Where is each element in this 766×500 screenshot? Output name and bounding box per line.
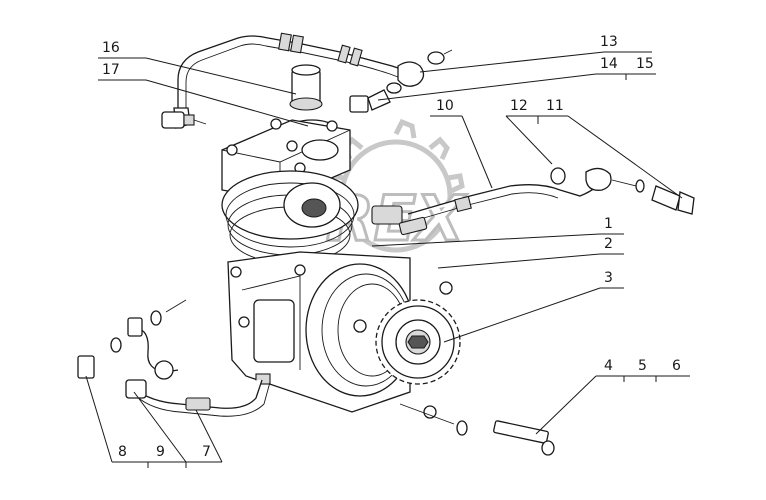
pipe-fittings-11-12 xyxy=(550,167,695,215)
drive-gear xyxy=(375,299,461,385)
callout-3: 3 xyxy=(604,270,613,286)
callout-17: 17 xyxy=(102,62,120,78)
left-elbow-fitting xyxy=(161,107,207,129)
callout-13: 13 xyxy=(600,34,618,50)
callout-labels: 16 17 13 14 15 10 12 11 1 2 3 4 5 6 8 9 … xyxy=(102,34,681,460)
callout-1: 1 xyxy=(604,216,613,232)
leader-lines xyxy=(85,51,690,468)
callout-2: 2 xyxy=(604,236,613,252)
callout-7: 7 xyxy=(202,444,211,460)
callout-11: 11 xyxy=(546,98,564,114)
callout-12: 12 xyxy=(510,98,528,114)
callout-9: 9 xyxy=(156,444,165,460)
callout-16: 16 xyxy=(102,40,120,56)
callout-15: 15 xyxy=(636,56,654,72)
callout-6: 6 xyxy=(672,358,681,374)
callout-14: 14 xyxy=(600,56,618,72)
lower-oil-pipe xyxy=(77,299,271,417)
banjo-bolt-14 xyxy=(349,82,402,113)
callout-4: 4 xyxy=(604,358,613,374)
callout-10: 10 xyxy=(436,98,454,114)
callout-8: 8 xyxy=(118,444,127,460)
cylinder-fins xyxy=(221,170,359,264)
lower-bolt-4-5-6 xyxy=(399,403,555,456)
callout-5: 5 xyxy=(638,358,647,374)
